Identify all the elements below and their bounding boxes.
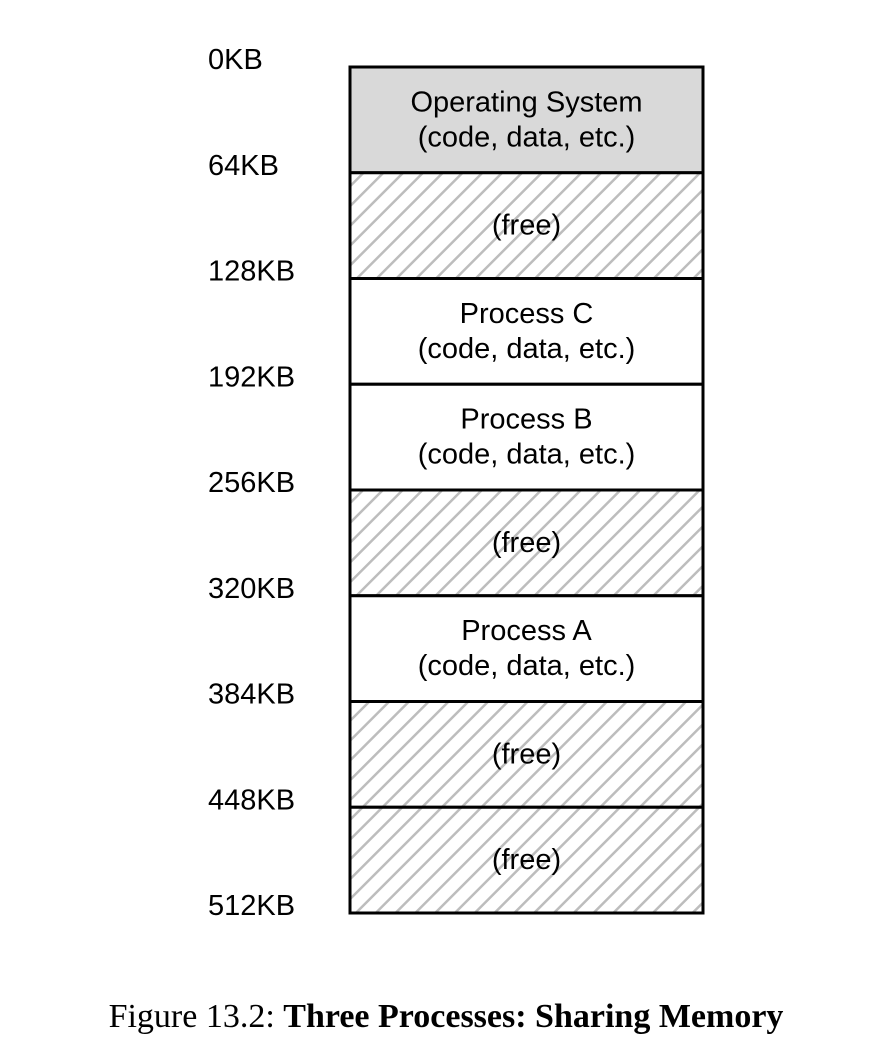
segment-box xyxy=(348,488,705,598)
segment-label: (code, data, etc.) xyxy=(418,439,636,471)
caption-prefix: Figure 13.2: xyxy=(108,998,284,1035)
address-label: 192KB xyxy=(208,361,295,393)
figure-caption: Figure 13.2: Three Processes: Sharing Me… xyxy=(0,998,892,1036)
address-label: 448KB xyxy=(208,784,295,816)
segment-free: (free) xyxy=(348,488,705,598)
segment-label: (free) xyxy=(492,738,561,770)
segment-box xyxy=(348,805,705,915)
address-label: 128KB xyxy=(208,256,295,288)
segment-box xyxy=(348,594,705,703)
segment-free: (free) xyxy=(348,805,705,915)
segment-label: (code, data, etc.) xyxy=(418,121,636,153)
segment-box xyxy=(348,700,705,809)
address-label: 0KB xyxy=(208,44,263,76)
segment-label: (free) xyxy=(492,210,561,242)
segment-label: Process C xyxy=(460,298,594,330)
segment-box xyxy=(348,277,705,386)
segment-box xyxy=(348,65,705,175)
address-labels: 0KB 64KB 128KB 192KB 256KB 320KB 384KB 448KB 512… xyxy=(208,44,295,922)
address-label: 256KB xyxy=(208,467,295,499)
memory-segments: Operating System(code, data, etc.)(free)… xyxy=(348,65,705,915)
segment-label: (free) xyxy=(492,844,561,876)
segment-label: Process A xyxy=(461,615,592,647)
segment-box xyxy=(348,382,705,492)
segment-label: (code, data, etc.) xyxy=(418,650,636,682)
segment-label: (code, data, etc.) xyxy=(418,333,636,365)
segment-process: Process C(code, data, etc.) xyxy=(348,277,705,386)
memory-layout-diagram: Operating System(code, data, etc.)(free)… xyxy=(208,44,705,922)
address-label: 64KB xyxy=(208,150,279,182)
segment-os: Operating System(code, data, etc.) xyxy=(348,65,705,175)
segment-process: Process B(code, data, etc.) xyxy=(348,382,705,492)
segment-free: (free) xyxy=(348,700,705,809)
segment-free: (free) xyxy=(348,171,705,280)
segment-process: Process A(code, data, etc.) xyxy=(348,594,705,703)
address-label: 384KB xyxy=(208,679,295,711)
segment-label: Process B xyxy=(460,404,592,436)
caption-title: Three Processes: Sharing Memory xyxy=(283,998,784,1035)
address-label: 320KB xyxy=(208,573,295,605)
address-label: 512KB xyxy=(208,890,295,922)
segment-label: (free) xyxy=(492,527,561,559)
segment-box xyxy=(348,171,705,280)
segment-label: Operating System xyxy=(410,86,642,118)
